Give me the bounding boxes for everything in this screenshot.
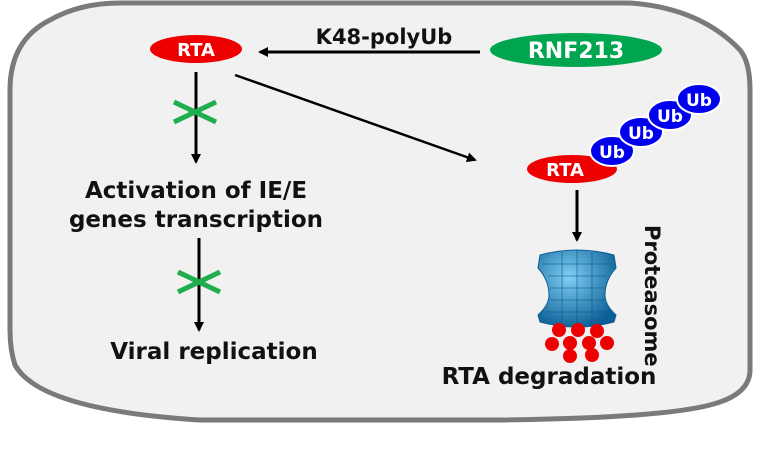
viral-replication-label: Viral replication bbox=[110, 339, 317, 365]
svg-text:Ub: Ub bbox=[657, 107, 683, 127]
block-icon-1 bbox=[172, 99, 218, 125]
rnf213-label: RNF213 bbox=[528, 39, 624, 64]
activation-label-line2: genes transcription bbox=[69, 207, 323, 233]
svg-text:Ub: Ub bbox=[686, 91, 712, 111]
svg-text:Ub: Ub bbox=[599, 143, 625, 163]
ub-chain: Ub Ub Ub Ub bbox=[589, 83, 722, 167]
svg-text:Ub: Ub bbox=[628, 124, 654, 144]
rta-node-top: RTA bbox=[150, 35, 242, 63]
rnf213-node: RNF213 bbox=[490, 33, 662, 67]
ubiquitination-arrow bbox=[234, 73, 477, 163]
ub-bead: Ub bbox=[676, 83, 722, 115]
proteasome-icon bbox=[537, 249, 617, 328]
activation-label-line1: Activation of IE/E bbox=[85, 178, 307, 204]
rta-node-ubiquitinated: RTA bbox=[527, 155, 617, 183]
rta-degradation-label: RTA degradation bbox=[442, 364, 657, 390]
ub-bead: Ub bbox=[589, 135, 635, 167]
block-icon-2 bbox=[176, 269, 222, 295]
rta-top-label: RTA bbox=[177, 40, 215, 61]
degraded-fragments bbox=[545, 323, 614, 363]
proteasome-label: Proteasome bbox=[640, 225, 664, 367]
k48-label: K48-polyUb bbox=[316, 25, 453, 49]
rta-ub-label: RTA bbox=[546, 160, 584, 181]
